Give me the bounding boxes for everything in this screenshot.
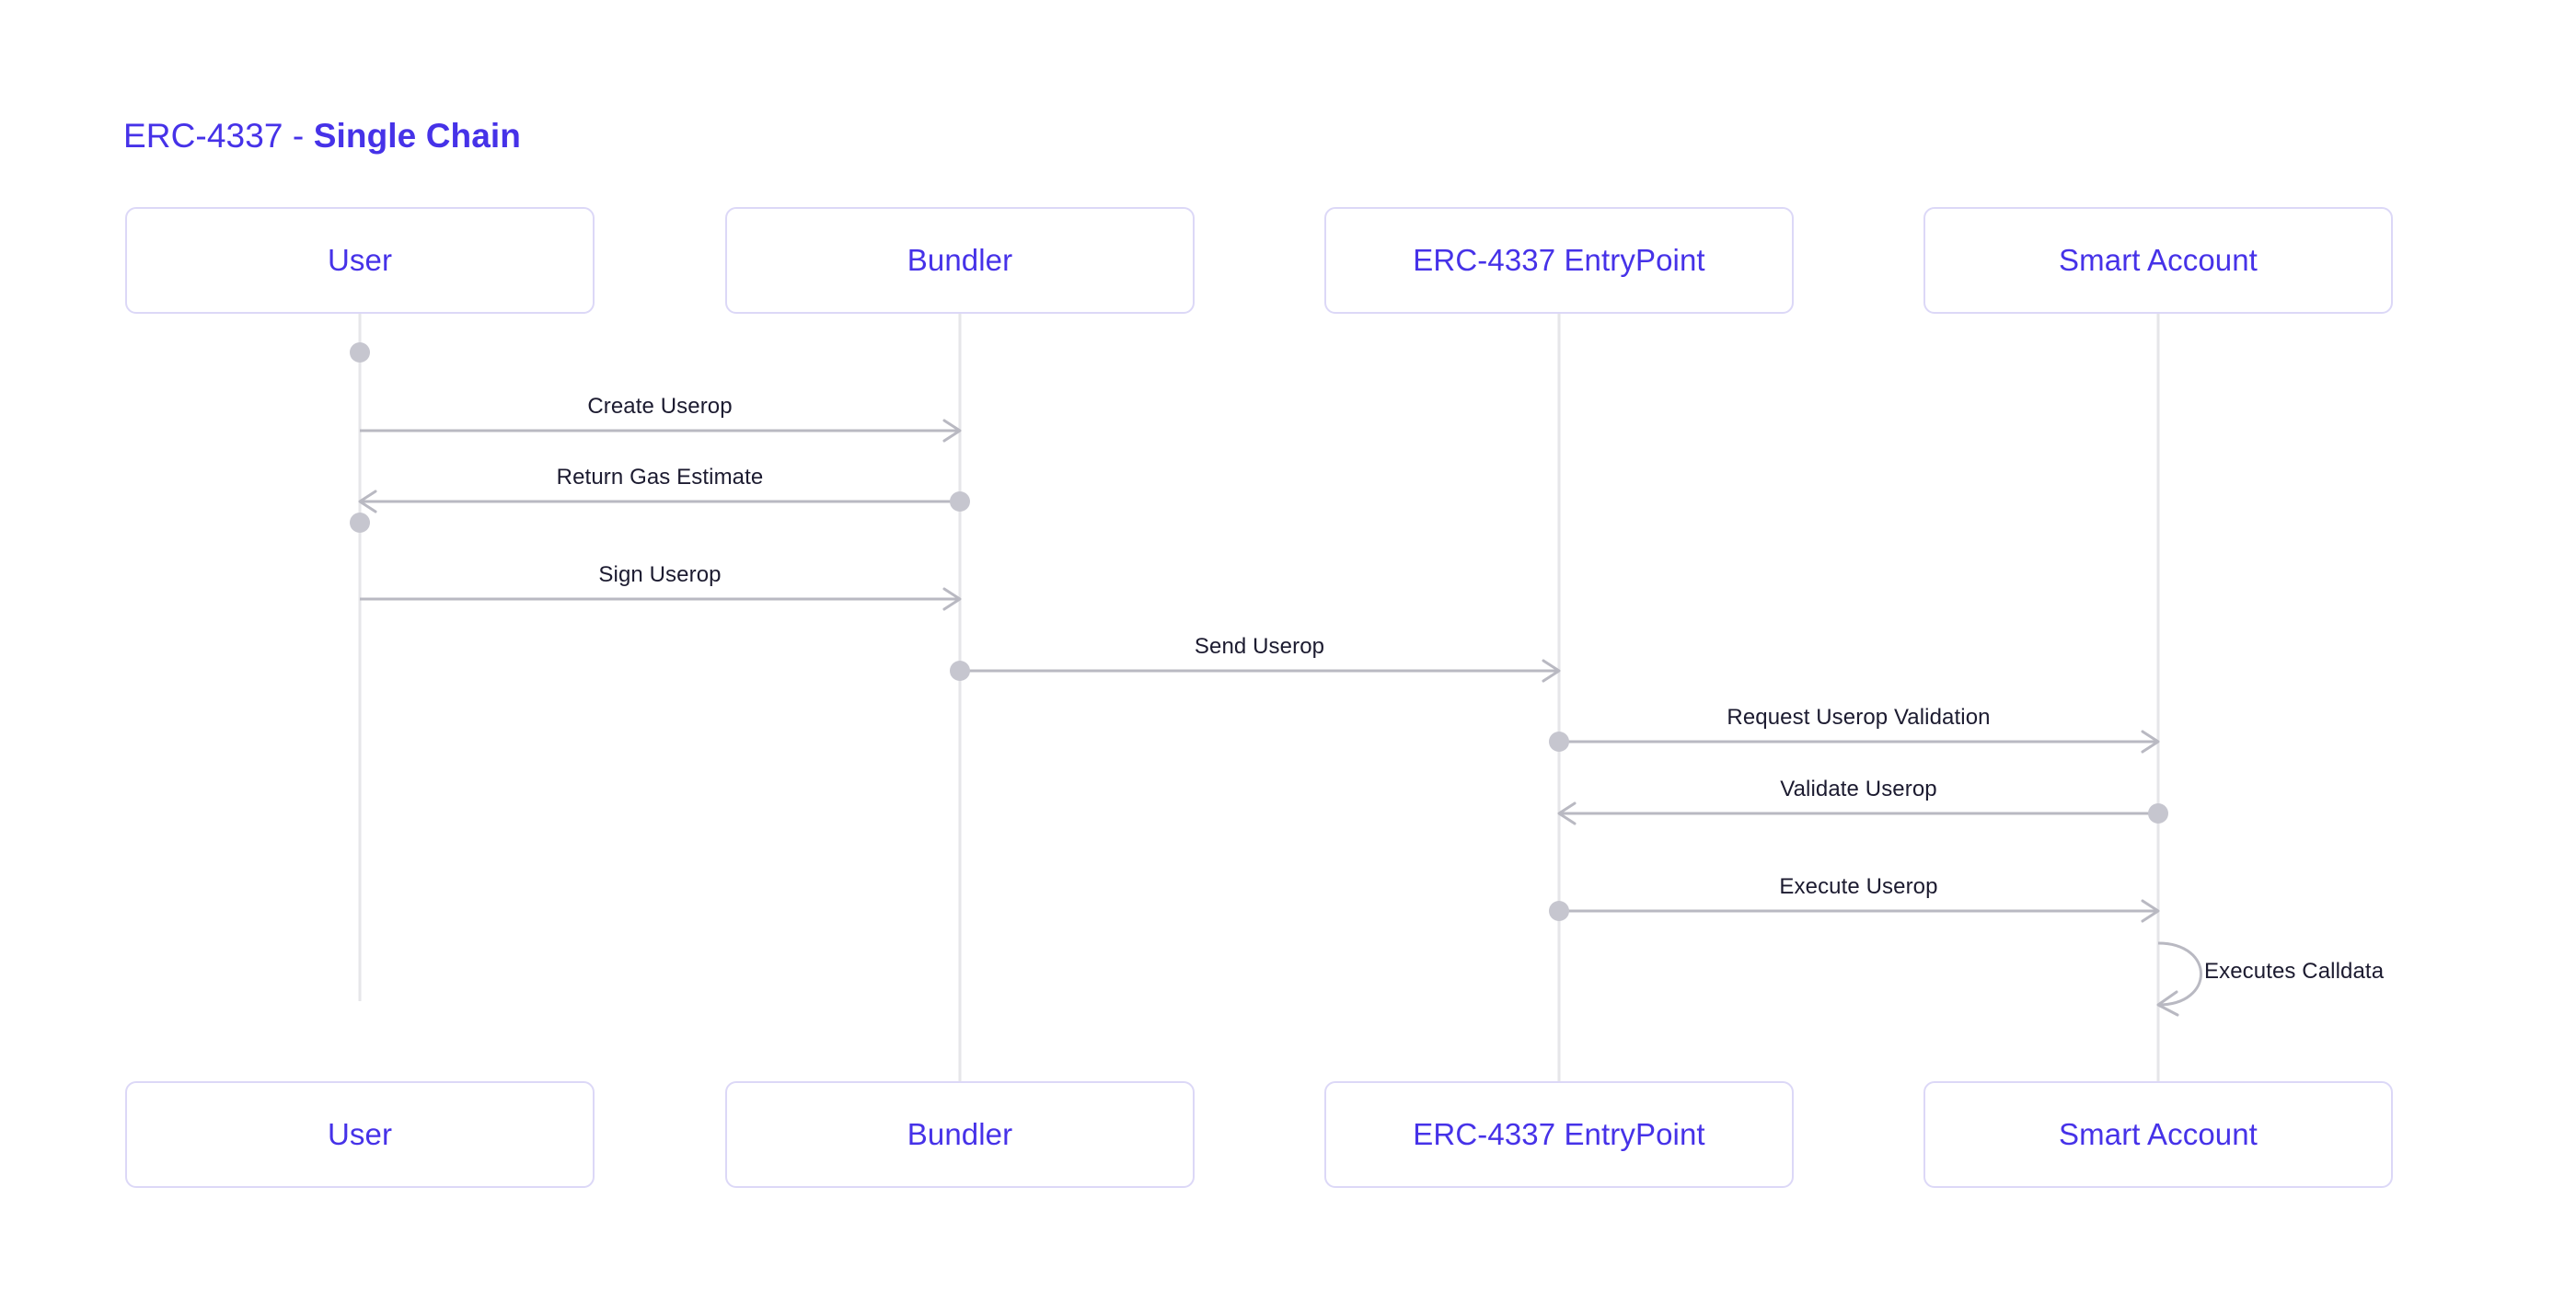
participant-label-entrypoint: ERC-4337 EntryPoint: [1413, 243, 1705, 277]
message-label-0: Create Userop: [587, 394, 733, 419]
participant-label-account: Smart Account: [2059, 243, 2258, 277]
self-message-arrowhead: [2156, 990, 2179, 1017]
message-arrowhead-6: [2141, 899, 2160, 923]
lifelines-group: [358, 314, 2160, 1081]
participant-box-entrypoint-bottom[interactable]: ERC-4337 EntryPoint: [1324, 1081, 1794, 1188]
activation-dot-user-0: [350, 342, 370, 363]
message-arrowhead-4: [2141, 730, 2160, 754]
message-label-6: Execute Userop: [1779, 874, 1938, 899]
participant-box-user-top[interactable]: User: [125, 207, 595, 314]
participant-box-entrypoint-top[interactable]: ERC-4337 EntryPoint: [1324, 207, 1794, 314]
message-label-1: Return Gas Estimate: [556, 465, 764, 490]
participant-label-user: User: [327, 243, 393, 277]
self-message-label: Executes Calldata: [2204, 959, 2385, 984]
message-arrowhead-3: [1542, 659, 1561, 683]
self-message-arc: [2157, 941, 2202, 1007]
participant-label-bundler: Bundler: [907, 1117, 1013, 1151]
message-label-5: Validate Userop: [1780, 777, 1937, 801]
activation-dot-entrypoint-4: [1549, 732, 1569, 752]
message-label-3: Send Userop: [1194, 634, 1325, 659]
message-arrowhead-0: [942, 419, 962, 443]
participant-box-account-bottom[interactable]: Smart Account: [1923, 1081, 2393, 1188]
activation-dots-group: [350, 342, 2168, 921]
participant-box-user-bottom[interactable]: User: [125, 1081, 595, 1188]
participant-box-account-top[interactable]: Smart Account: [1923, 207, 2393, 314]
title-prefix: ERC-4337 -: [123, 117, 314, 155]
participant-label-bundler: Bundler: [907, 243, 1013, 277]
message-arrowhead-2: [942, 587, 962, 611]
message-arrowhead-1: [358, 490, 377, 513]
activation-dot-user-1: [350, 513, 370, 533]
activation-dot-entrypoint-5: [1549, 901, 1569, 921]
participant-label-account: Smart Account: [2059, 1117, 2258, 1151]
activation-dot-account-6: [2148, 803, 2168, 824]
message-label-4: Request Userop Validation: [1727, 705, 1991, 730]
message-arrowhead-5: [1557, 801, 1577, 825]
participant-label-entrypoint: ERC-4337 EntryPoint: [1413, 1117, 1705, 1151]
activation-dot-bundler-2: [950, 491, 970, 512]
activation-dot-bundler-3: [950, 661, 970, 681]
participant-box-bundler-bottom[interactable]: Bundler: [725, 1081, 1195, 1188]
page-title: ERC-4337 - Single Chain: [123, 116, 521, 156]
participant-label-user: User: [327, 1117, 393, 1151]
message-label-2: Sign Userop: [598, 562, 722, 587]
participant-box-bundler-top[interactable]: Bundler: [725, 207, 1195, 314]
title-emphasis: Single Chain: [313, 117, 522, 155]
